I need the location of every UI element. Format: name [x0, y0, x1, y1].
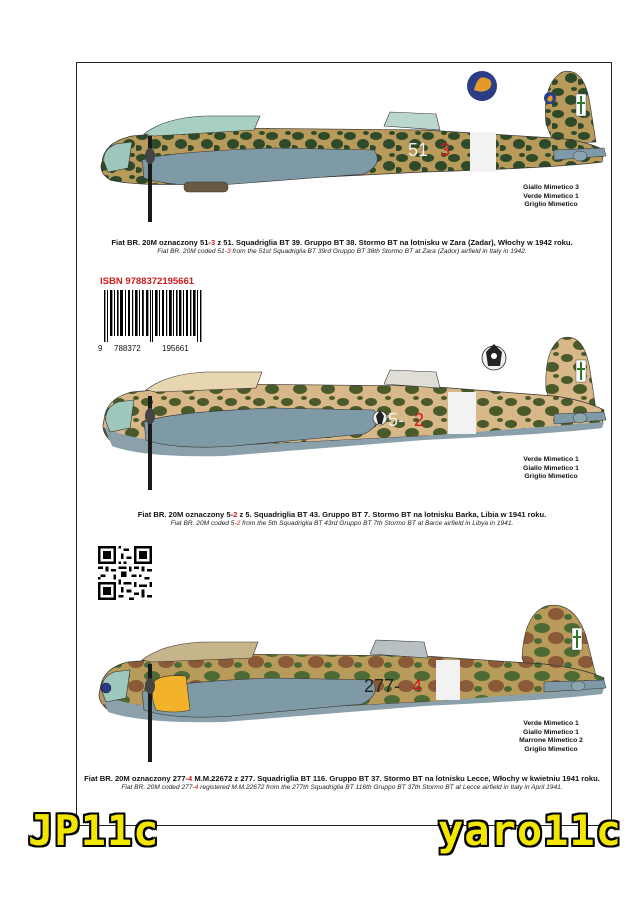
caption-polish: Fiat BR. 20M oznaczony 5-2 z 5. Squadrig… [137, 510, 547, 519]
legend-item: Verde Mimetico 1 [523, 456, 579, 463]
caption-3: Fiat BR. 20M oznaczony 277-4 M.M.22672 z… [58, 774, 626, 791]
barcode-digits-right: 195661 [162, 344, 189, 353]
code-white-2: 5- [388, 410, 404, 430]
caption-english: Fiat BR. 20M coded 51-3 from the 51st Sq… [157, 248, 527, 255]
legend-item: Verde Mimetico 1 [523, 720, 579, 727]
legend-item: Griglio Mimetico [524, 745, 578, 753]
code-white-3: 277- [364, 676, 400, 696]
aircraft-profile-3: 277- 4 [98, 604, 607, 762]
caption-1: Fiat BR. 20M oznaczony 51-3 z 51. Squadr… [62, 238, 622, 255]
legend-item: Giallo Mimetico 1 [523, 464, 579, 472]
legend-item: Verde Mimetico 1 [523, 192, 579, 200]
barcode [104, 290, 202, 342]
caption-polish: Fiat BR. 20M oznaczony 51-3 z 51. Squadr… [111, 238, 573, 247]
watermark-left: JP11c [28, 806, 160, 855]
code-red-1: 3 [440, 140, 450, 160]
legend-item: Giallo Mimetico 1 [523, 728, 579, 736]
legend-item: Griglio Mimetico [524, 473, 578, 481]
code-white-1: 51 [408, 140, 428, 160]
caption-english: Fiat BR. 20M coded 277-4 registered M.M.… [121, 784, 563, 791]
watermark-right: yaro11c [438, 806, 623, 855]
code-red-3: 4 [412, 676, 422, 696]
qr-code [98, 546, 152, 600]
aircraft-profile-1: 51 3 [100, 70, 607, 222]
barcode-digit-lead: 9 [98, 344, 103, 353]
legend-item: Giallo Mimetico 3 [523, 184, 579, 191]
code-red-2: 2 [414, 410, 424, 430]
color-legend-3: Verde Mimetico 1 Giallo Mimetico 1 Marro… [496, 720, 606, 754]
isbn-label: ISBN 9788372195661 [100, 276, 195, 287]
barcode-digits-left: 788372 [114, 344, 141, 353]
aircraft-profile-2: 5- 2 [102, 336, 607, 490]
caption-2: Fiat BR. 20M oznaczony 5-2 z 5. Squadrig… [62, 510, 622, 527]
color-legend-2: Verde Mimetico 1 Giallo Mimetico 1 Grigl… [496, 456, 606, 482]
color-legend-1: Giallo Mimetico 3 Verde Mimetico 1 Grigl… [496, 184, 606, 210]
legend-item: Marrone Mimetico 2 [519, 737, 583, 745]
legend-item: Griglio Mimetico [524, 201, 578, 209]
caption-english: Fiat BR. 20M coded 5-2 from the 5th Squa… [170, 520, 514, 527]
caption-polish: Fiat BR. 20M oznaczony 277-4 M.M.22672 z… [84, 774, 600, 783]
